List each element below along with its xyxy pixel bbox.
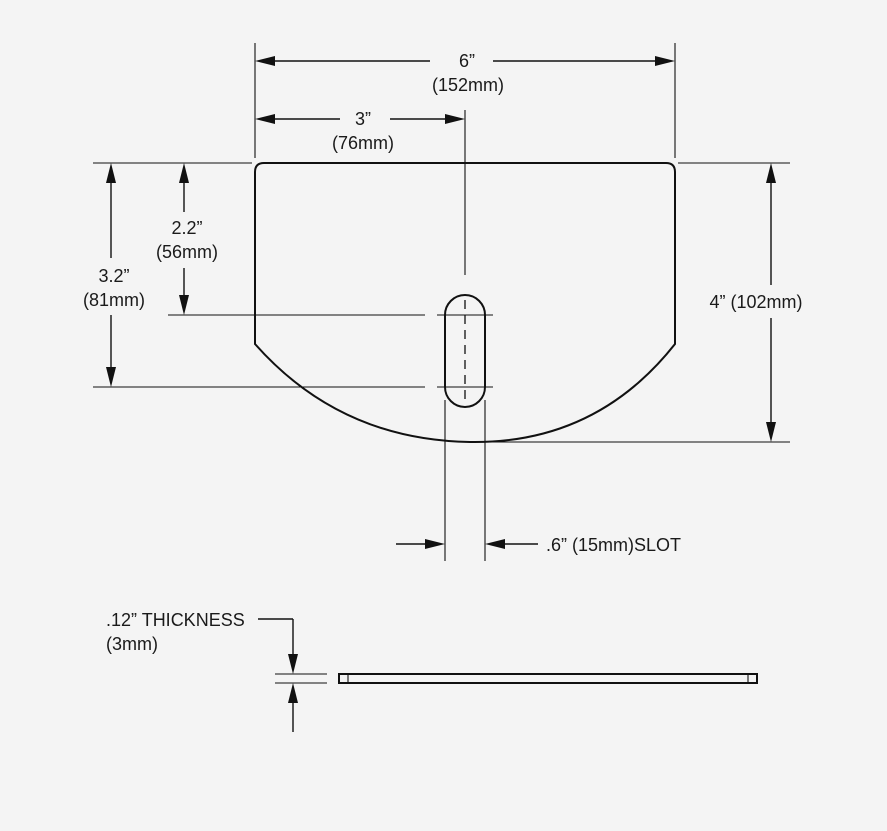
plate-outline <box>254 162 676 444</box>
width-total-inches: 6” <box>459 51 475 71</box>
depth-slot-top-mm: (56mm) <box>156 242 218 262</box>
dimension-depth-slot-top: 2.2” (56mm) <box>156 163 218 315</box>
dimension-slot-width: .6” (15mm)SLOT <box>396 535 681 555</box>
plate-side-view <box>338 673 758 684</box>
depth-slot-bottom-inches: 3.2” <box>98 266 129 286</box>
dimension-depth-slot-bottom: 3.2” (81mm) <box>83 163 145 387</box>
width-half-mm: (76mm) <box>332 133 394 153</box>
thickness-mm: (3mm) <box>106 634 158 654</box>
slot-width-label: .6” (15mm)SLOT <box>546 535 681 555</box>
dimension-width-total: 6” (152mm) <box>255 51 675 95</box>
height-total-label: 4” (102mm) <box>709 292 802 312</box>
width-half-inches: 3” <box>355 109 371 129</box>
slot-center-marks <box>437 300 493 402</box>
side-view-end-marks <box>347 674 749 683</box>
width-total-mm: (152mm) <box>432 75 504 95</box>
thickness-inches: .12” THICKNESS <box>106 610 245 630</box>
extension-lines <box>93 43 790 561</box>
depth-slot-top-inches: 2.2” <box>171 218 202 238</box>
dimension-width-half: 3” (76mm) <box>255 109 465 153</box>
dimension-thickness: .12” THICKNESS (3mm) <box>106 610 327 732</box>
depth-slot-bottom-mm: (81mm) <box>83 290 145 310</box>
dimension-height-total: 4” (102mm) <box>709 163 803 442</box>
